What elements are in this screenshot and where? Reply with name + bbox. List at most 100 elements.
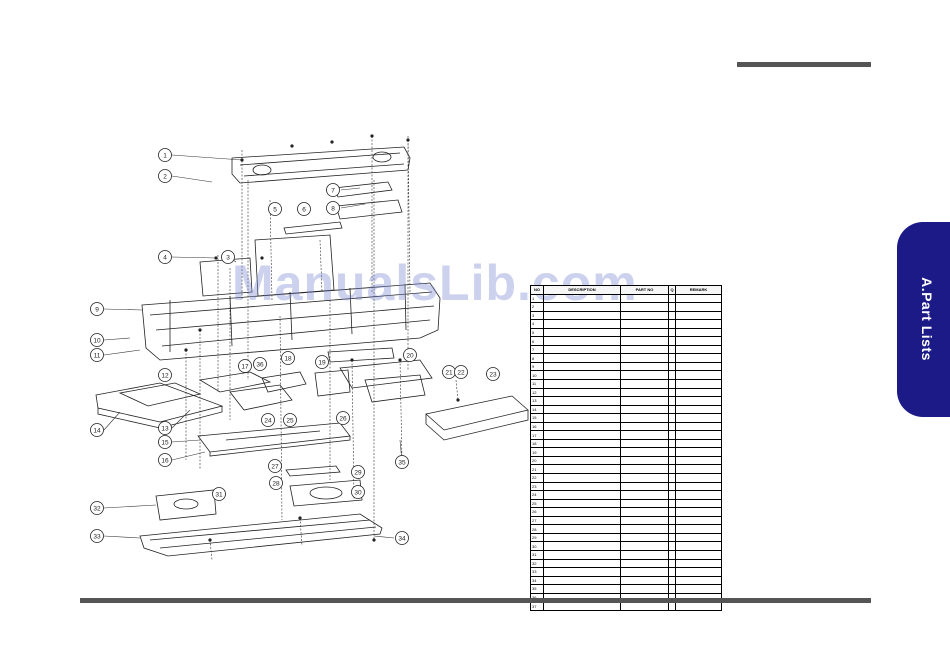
table-row: 3	[530, 310, 722, 321]
table-cell	[668, 370, 676, 380]
table-cell	[675, 430, 722, 440]
table-cell	[543, 447, 621, 457]
table-cell	[675, 532, 722, 543]
table-cell	[620, 327, 669, 338]
table-cell	[668, 361, 676, 372]
table-row: 31	[530, 549, 722, 560]
table-cell	[668, 473, 676, 483]
column-header: NO	[530, 285, 544, 295]
table-cell	[620, 310, 669, 321]
table-row: 13	[530, 396, 722, 406]
section-tab[interactable]: A.Part Lists	[897, 222, 950, 417]
table-cell: 22	[530, 473, 544, 483]
callout-29: 29	[351, 465, 365, 479]
table-cell	[668, 438, 676, 449]
callout-number: 16	[161, 457, 169, 464]
table-cell: 14	[530, 404, 544, 415]
table-cell	[668, 404, 676, 415]
table-row: 15	[530, 413, 722, 423]
callout-number: 22	[457, 369, 465, 376]
table-cell	[675, 413, 722, 423]
table-cell	[668, 413, 676, 423]
base-plate-part	[139, 513, 383, 557]
table-cell: 1	[530, 293, 544, 304]
callout-1: 1	[158, 148, 172, 162]
table-row: 2	[530, 302, 722, 312]
table-cell	[620, 575, 669, 586]
table-cell	[675, 498, 722, 509]
table-cell	[543, 387, 621, 398]
table-cell: 15	[530, 413, 544, 423]
callout-number: 20	[406, 352, 414, 359]
table-cell	[675, 370, 722, 380]
table-cell	[668, 464, 676, 475]
callout-31: 31	[212, 487, 226, 501]
table-row: 19	[530, 447, 722, 457]
table-cell	[620, 541, 669, 551]
table-cell	[543, 327, 621, 338]
table-cell: 13	[530, 396, 544, 406]
table-cell	[620, 404, 669, 415]
table-cell	[620, 396, 669, 406]
table-cell	[675, 421, 722, 432]
table-cell	[620, 532, 669, 543]
table-row: 23	[530, 481, 722, 492]
table-cell	[668, 524, 676, 534]
table-cell	[543, 421, 621, 432]
callout-10: 10	[90, 333, 104, 347]
table-row: 29	[530, 532, 722, 543]
table-header-row: NO DESCRIPTION PART NO Q REMARK	[530, 285, 722, 295]
callout-3: 3	[221, 250, 235, 264]
column-header: DESCRIPTION	[543, 285, 621, 295]
table-cell	[620, 293, 669, 304]
table-cell	[620, 481, 669, 492]
table-cell	[675, 302, 722, 312]
table-cell: 16	[530, 421, 544, 432]
table-cell	[675, 541, 722, 551]
table-cell	[543, 319, 621, 329]
table-cell	[668, 558, 676, 569]
table-cell	[668, 310, 676, 321]
table-cell	[620, 336, 669, 346]
callout-number: 3	[226, 254, 230, 261]
table-cell: 12	[530, 387, 544, 398]
table-cell: 8	[530, 353, 544, 363]
table-cell	[620, 549, 669, 560]
table-cell	[543, 473, 621, 483]
table-cell	[620, 584, 669, 594]
table-cell	[543, 413, 621, 423]
table-cell	[543, 575, 621, 586]
table-cell	[543, 353, 621, 363]
table-cell	[543, 498, 621, 509]
callout-number: 29	[354, 469, 362, 476]
table-cell	[543, 481, 621, 492]
table-row: 35	[530, 584, 722, 594]
table-cell: 23	[530, 481, 544, 492]
table-row: 26	[530, 507, 722, 517]
callout-number: 32	[93, 505, 101, 512]
callout-number: 9	[95, 306, 99, 313]
table-cell	[543, 584, 621, 594]
table-cell	[543, 558, 621, 569]
table-cell: 27	[530, 515, 544, 526]
table-cell	[668, 353, 676, 363]
table-cell	[620, 302, 669, 312]
callout-15: 15	[158, 435, 172, 449]
callout-number: 25	[286, 417, 294, 424]
callout-27: 27	[268, 459, 282, 473]
callout-19: 19	[315, 355, 329, 369]
callout-7: 7	[326, 183, 340, 197]
table-cell	[675, 464, 722, 475]
table-cell	[675, 524, 722, 534]
table-cell	[675, 404, 722, 415]
footer-rule	[80, 598, 871, 603]
table-cell: 20	[530, 455, 544, 466]
table-cell	[620, 507, 669, 517]
callout-number: 7	[331, 187, 335, 194]
table-cell	[675, 361, 722, 372]
table-row: 6	[530, 336, 722, 346]
table-cell	[620, 490, 669, 500]
table-cell	[543, 567, 621, 577]
table-cell	[668, 507, 676, 517]
table-cell	[620, 464, 669, 475]
